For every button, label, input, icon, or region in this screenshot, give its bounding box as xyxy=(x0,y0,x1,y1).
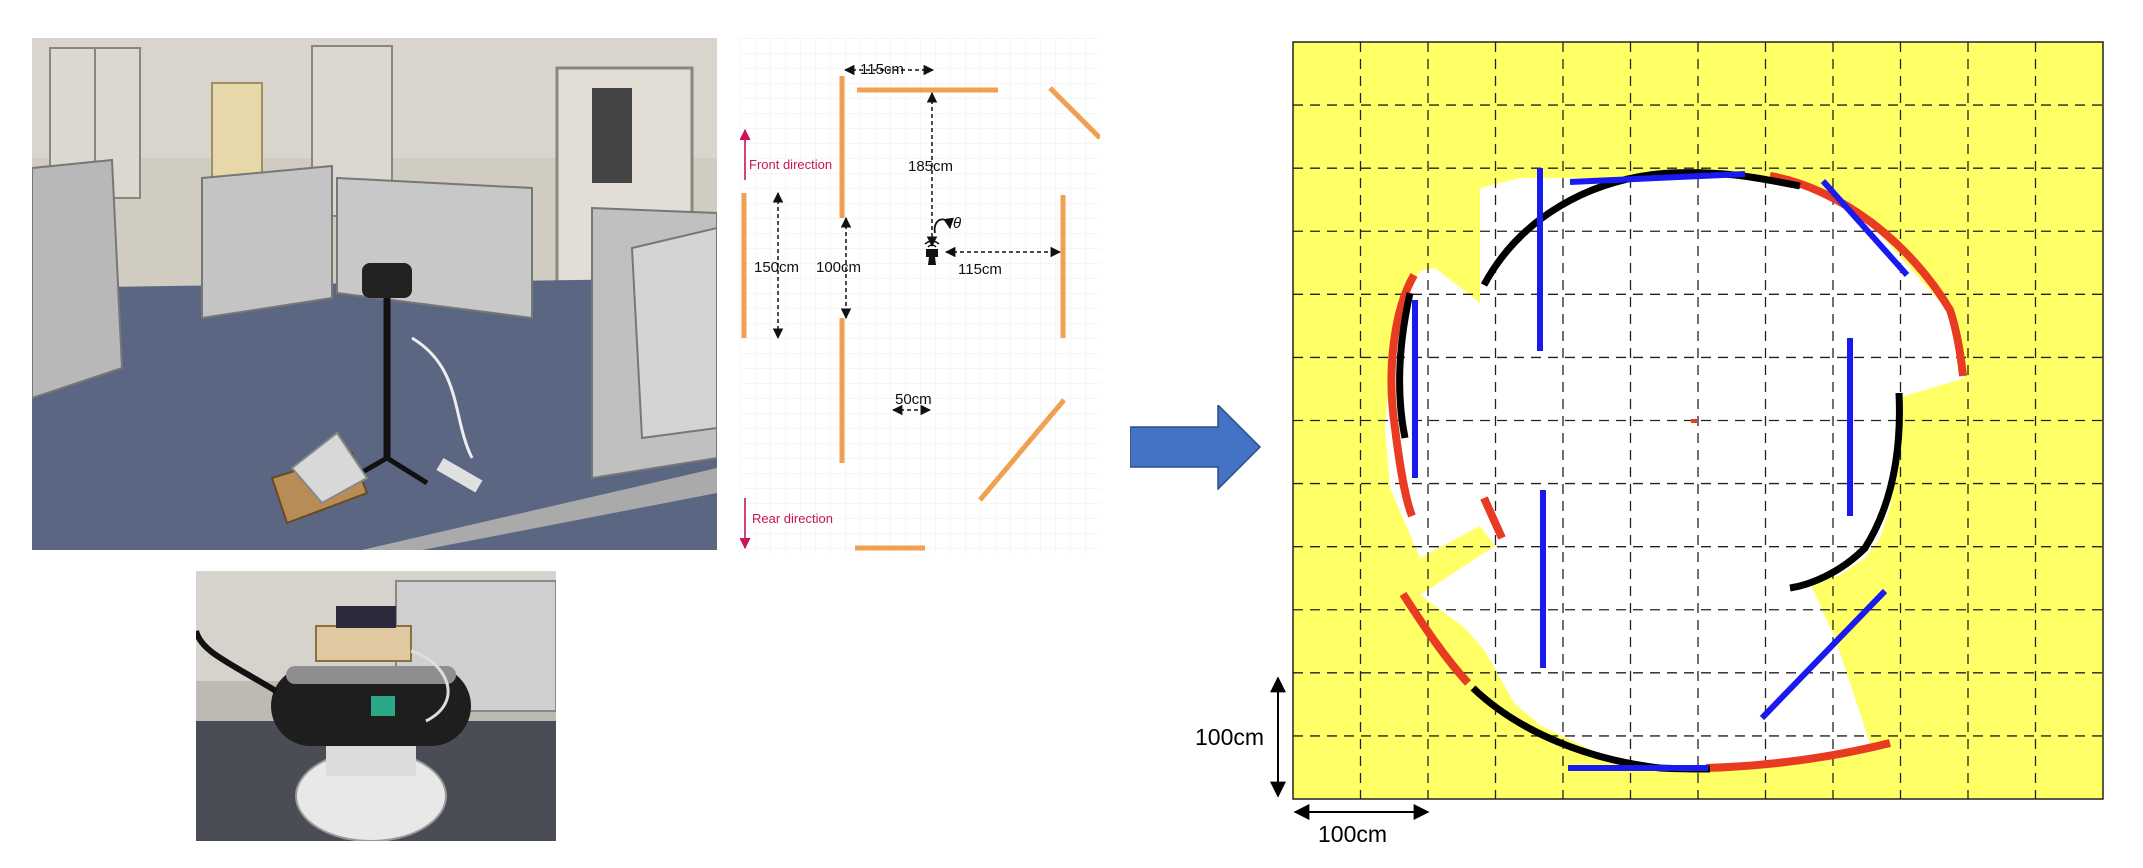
detected-wall xyxy=(1759,588,1888,721)
right-arrow-icon xyxy=(1129,403,1262,491)
measured-boundary xyxy=(1396,169,1903,773)
transition-arrow xyxy=(1129,403,1265,491)
dim-speaker-right-label: 115cm xyxy=(958,261,1002,278)
detected-walls xyxy=(1412,168,1910,771)
dim-grid-label: 50cm xyxy=(895,391,932,408)
map-frame xyxy=(1292,41,2104,800)
walls xyxy=(741,76,1102,551)
rear-direction-label: Rear direction xyxy=(752,511,833,526)
room-photo-illustration xyxy=(31,38,718,550)
device-photo-illustration xyxy=(193,571,557,842)
theta-arc xyxy=(933,217,954,234)
estimated-map: 100cm 100cm xyxy=(1190,38,2140,863)
speaker-icon xyxy=(924,240,940,265)
theta-label: θ xyxy=(953,215,961,232)
wall-bottom-right-diagonal xyxy=(978,398,1066,502)
detected-wall xyxy=(1569,171,1746,185)
device-photo xyxy=(193,571,557,842)
scale-y-label: 100cm xyxy=(1195,724,1264,750)
estimated-map-svg: 100cm 100cm xyxy=(1195,41,2104,847)
speaker-position-marker xyxy=(1691,419,1697,423)
dim-top-wall-label: 115cm xyxy=(860,61,904,78)
free-space-region xyxy=(1385,176,1965,768)
detected-wall xyxy=(1820,179,1910,277)
scale-x-label: 100cm xyxy=(1318,821,1387,847)
room-photo xyxy=(31,38,718,550)
front-direction-label: Front direction xyxy=(749,157,832,172)
dim-inner-left-label: 100cm xyxy=(816,259,861,276)
wall-top-right-diagonal xyxy=(1048,86,1102,140)
floor-plan-svg: Front direction Rear direction 115cm 185… xyxy=(739,38,1102,553)
dim-outer-left-label: 150cm xyxy=(754,259,799,276)
estimated-boundary xyxy=(1387,172,1967,772)
floor-plan: Front direction Rear direction 115cm 185… xyxy=(739,38,1102,553)
dim-speaker-front-label: 185cm xyxy=(908,158,953,175)
